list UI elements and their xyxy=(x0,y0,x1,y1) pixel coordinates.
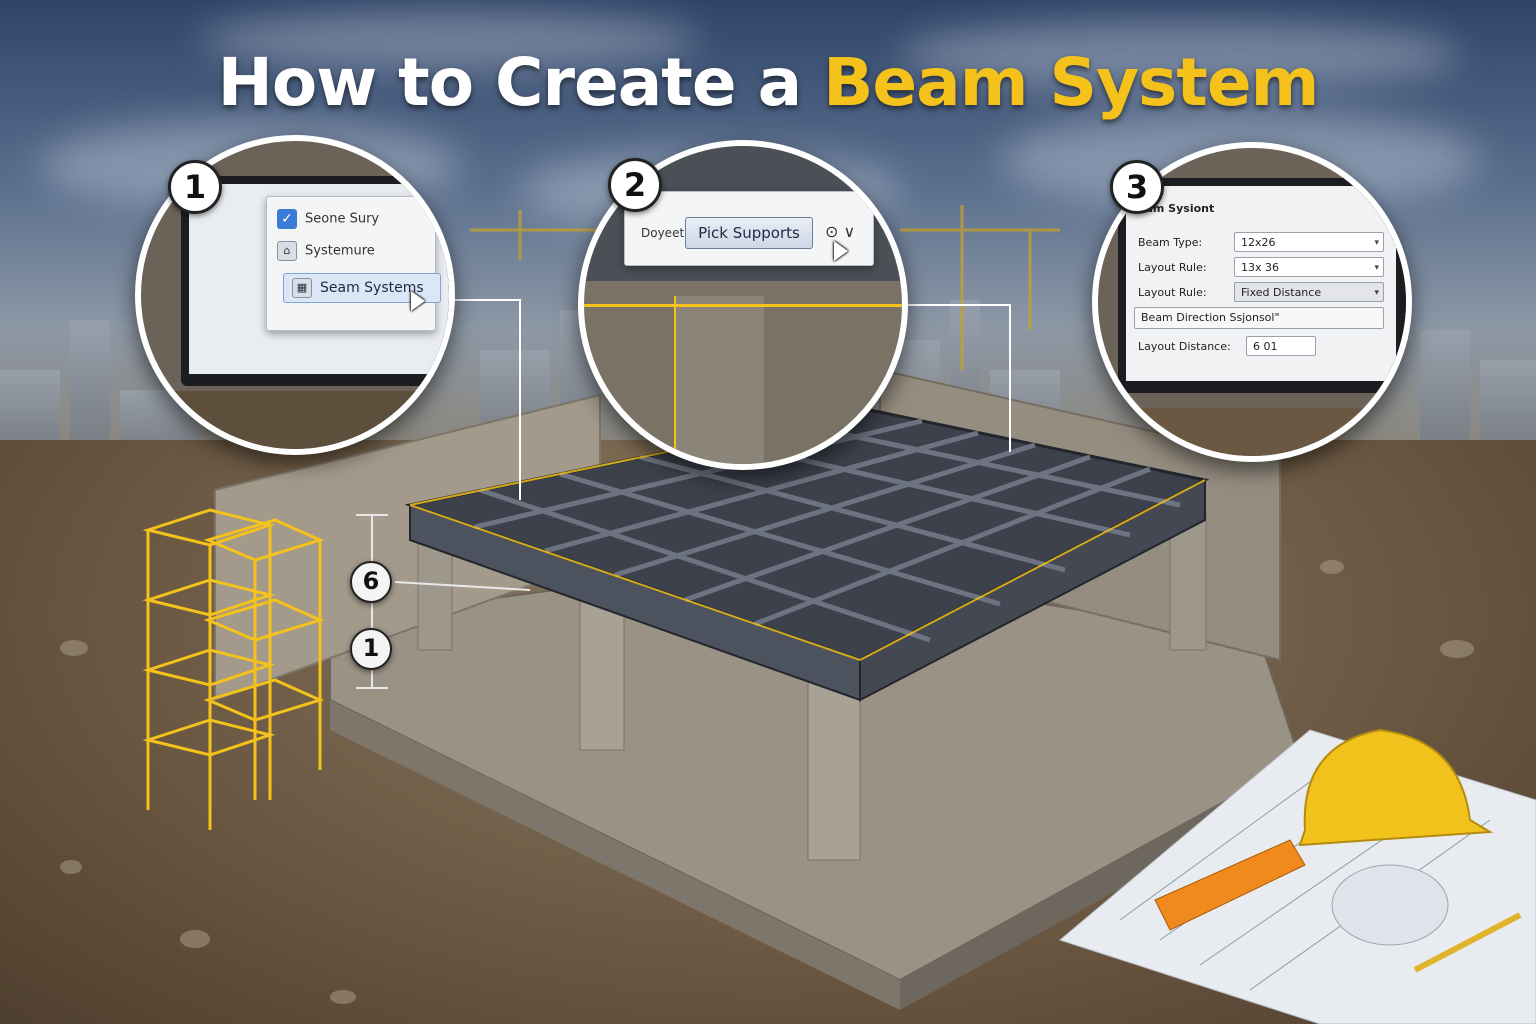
cloud xyxy=(200,10,700,70)
panel-title: eam Sysiont xyxy=(1138,202,1215,215)
pick-supports-button[interactable]: Pick Supports xyxy=(685,217,813,249)
hardhat-icon xyxy=(1298,728,1494,847)
cursor-icon xyxy=(411,291,425,311)
desk xyxy=(1098,408,1406,456)
beam-direction-field[interactable]: Beam Direction Ssjonsol" xyxy=(1134,307,1384,329)
title-accent: Beam System xyxy=(823,44,1319,121)
tape-measure-icon xyxy=(1154,839,1306,931)
dropdown-arrow-icon: ▾ xyxy=(1374,263,1379,273)
toolbar-panel: Doyeet Pick Supports ⊙ ∨ xyxy=(624,191,874,266)
menu-panel: ✓Seone Sury ⌂Systemure xyxy=(266,196,436,331)
step-badge: 1 xyxy=(168,160,222,214)
cloud xyxy=(900,20,1460,90)
leader-lines xyxy=(450,299,1011,500)
panel-label: Doyeet xyxy=(641,226,685,240)
blueprint-roll xyxy=(1331,864,1449,946)
beam-type-label: Beam Type: xyxy=(1138,236,1203,249)
page-title: How to Create a Beam System xyxy=(0,44,1536,121)
layout-rule-label: Layout Rule: xyxy=(1138,286,1207,299)
checkmark-icon: ✓ xyxy=(277,209,297,229)
concrete-column xyxy=(579,589,625,751)
step-badge: 3 xyxy=(1110,160,1164,214)
rebar-cage xyxy=(142,508,325,830)
pebble xyxy=(1320,560,1344,574)
chevron-down-icon[interactable]: ⊙ ∨ xyxy=(825,222,856,241)
menu-item[interactable]: ✓Seone Sury xyxy=(277,209,379,229)
pebble xyxy=(60,640,88,656)
dropdown-arrow-icon: ▾ xyxy=(1374,288,1379,298)
dropdown-arrow-icon: ▾ xyxy=(1374,238,1379,248)
layout-rule-select[interactable]: Fixed Distance▾ xyxy=(1234,282,1384,302)
beam-type-field[interactable]: 12x26▾ xyxy=(1234,232,1384,252)
menu-item[interactable]: ⌂Systemure xyxy=(277,241,375,261)
step-badge: 2 xyxy=(608,158,662,212)
pencil-icon xyxy=(1413,912,1522,973)
pebble xyxy=(1440,640,1474,658)
pebble xyxy=(330,990,356,1004)
pebble xyxy=(60,860,82,874)
beam-highlight xyxy=(584,304,902,307)
title-prefix: How to Create a xyxy=(217,44,824,121)
dimension-badge: 1 xyxy=(350,628,392,670)
structure-icon: ⌂ xyxy=(277,241,297,261)
concrete-column xyxy=(417,539,453,651)
beam-system-icon: ▦ xyxy=(292,278,312,298)
layout-distance-field[interactable]: 6 01 xyxy=(1246,336,1316,356)
layout-distance-label: Layout Distance: xyxy=(1138,340,1231,353)
layout-rule-field[interactable]: 13x 36▾ xyxy=(1234,257,1384,277)
layout-rule-label: Layout Rule: xyxy=(1138,261,1207,274)
callout-step-3: eam Sysiont Beam Type: 12x26▾ Layout Rul… xyxy=(1092,142,1412,462)
cursor-icon xyxy=(834,241,848,261)
properties-screen: eam Sysiont Beam Type: 12x26▾ Layout Rul… xyxy=(1126,186,1396,381)
pebble xyxy=(180,930,210,948)
desk xyxy=(141,391,449,449)
foundation-front xyxy=(330,700,900,1010)
concrete-column xyxy=(674,296,764,464)
monitor: eam Sysiont Beam Type: 12x26▾ Layout Rul… xyxy=(1118,178,1406,393)
dimension-badge: 6 xyxy=(350,561,392,603)
